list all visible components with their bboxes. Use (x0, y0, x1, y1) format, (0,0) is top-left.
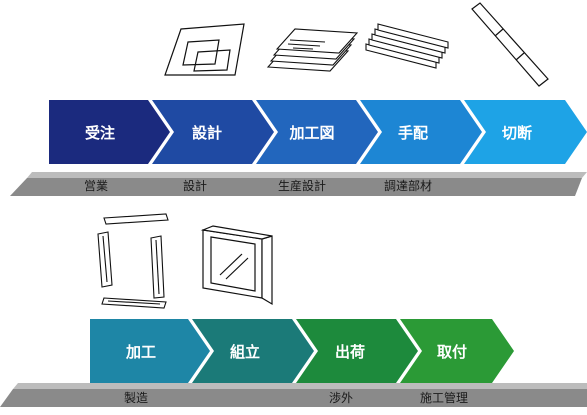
step-cutting: 切断 (464, 100, 587, 164)
department-label: 調達部材 (384, 178, 432, 193)
row1-steps: 受注 設計 加工図 手配 切断 (49, 100, 587, 164)
department-label: 生産設計 (278, 178, 326, 193)
bar-segment-icon (471, 2, 549, 87)
step-label: 出荷 (335, 343, 365, 361)
panel-stack-icon (365, 23, 449, 69)
step-installation: 取付 (400, 319, 514, 383)
step-label: 加工 (125, 343, 156, 361)
step-design: 設計 (152, 100, 274, 164)
step-order: 受注 (49, 100, 170, 164)
step-label: 切断 (502, 124, 532, 142)
department-label: 渉外 (329, 390, 353, 405)
department-label: 営業 (84, 179, 108, 193)
step-label: 受注 (85, 124, 115, 142)
document-stack-icon (266, 28, 359, 72)
row2-departments: 製造 渉外 施工管理 (124, 390, 468, 405)
row1-departments: 営業 設計 生産設計 調達部材 (84, 178, 432, 193)
department-label: 設計 (183, 178, 207, 193)
step-shipping: 出荷 (296, 319, 418, 383)
step-procurement: 手配 (360, 100, 482, 164)
row2-shelf (0, 383, 587, 407)
framed-glass-panel-icon (200, 225, 273, 306)
row2-steps: 加工 組立 出荷 取付 (90, 319, 514, 383)
department-label: 製造 (124, 391, 148, 405)
step-assembly: 組立 (192, 319, 314, 383)
step-label: 加工図 (288, 124, 334, 142)
step-shop-drawing: 加工図 (256, 100, 378, 164)
step-label: 手配 (398, 124, 428, 142)
step-fabrication: 加工 (90, 319, 210, 383)
step-label: 組立 (230, 343, 260, 361)
row1-shelf (10, 172, 587, 196)
step-label: 取付 (437, 343, 467, 361)
drawing-sheet-icon (164, 23, 245, 76)
step-label: 設計 (192, 124, 222, 142)
aluminum-parts-icon (97, 213, 169, 309)
department-label: 施工管理 (420, 390, 468, 405)
